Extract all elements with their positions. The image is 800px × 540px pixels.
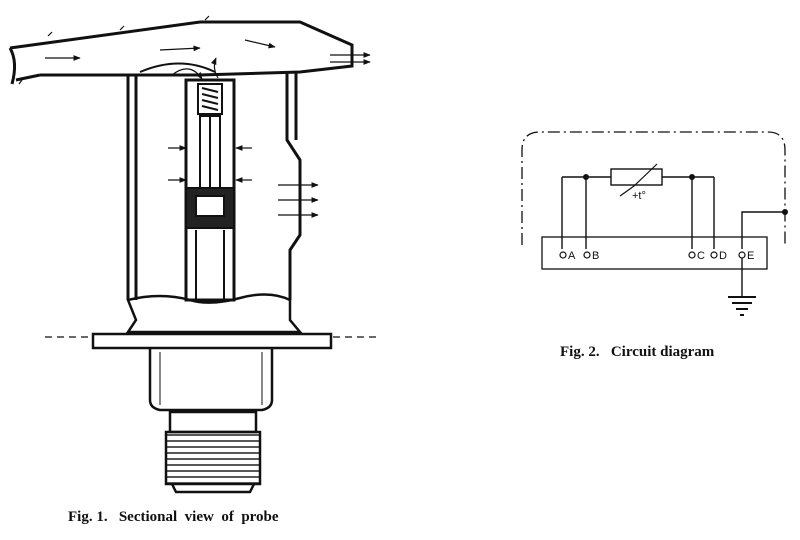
terminals: A B C D E xyxy=(559,250,754,262)
junction-node xyxy=(689,174,695,180)
flow-arrows xyxy=(18,15,371,85)
thermistor-label: +t° xyxy=(632,190,646,202)
terminal-e-label: E xyxy=(747,250,754,262)
terminal-block xyxy=(541,236,768,270)
probe-housing xyxy=(126,62,302,300)
terminal-d-circle xyxy=(710,251,718,259)
thermistor-slash xyxy=(619,163,658,197)
terminal-a-circle xyxy=(559,251,567,259)
cutaway-edge xyxy=(125,293,303,334)
terminal-d-label: D xyxy=(719,250,727,262)
junction-node xyxy=(583,174,589,180)
figure-2-caption: Fig. 2. Circuit diagram xyxy=(560,344,715,360)
terminal-c-circle xyxy=(688,251,696,259)
base-fitting xyxy=(148,348,274,494)
terminal-c-label: C xyxy=(697,250,705,262)
thermistor xyxy=(610,168,663,186)
sensor-element xyxy=(184,78,236,302)
terminal-e-circle xyxy=(738,251,746,259)
terminal-b-circle xyxy=(583,251,591,259)
circuit-wires xyxy=(561,176,785,296)
side-arrows xyxy=(168,57,319,218)
ground-icon xyxy=(728,296,756,316)
terminal-b-label: B xyxy=(592,250,599,262)
figure-1-caption: Fig. 1. Sectional view of probe xyxy=(68,509,279,525)
flange xyxy=(91,332,333,350)
terminal-a-label: A xyxy=(568,250,576,262)
junction-node xyxy=(782,209,788,215)
